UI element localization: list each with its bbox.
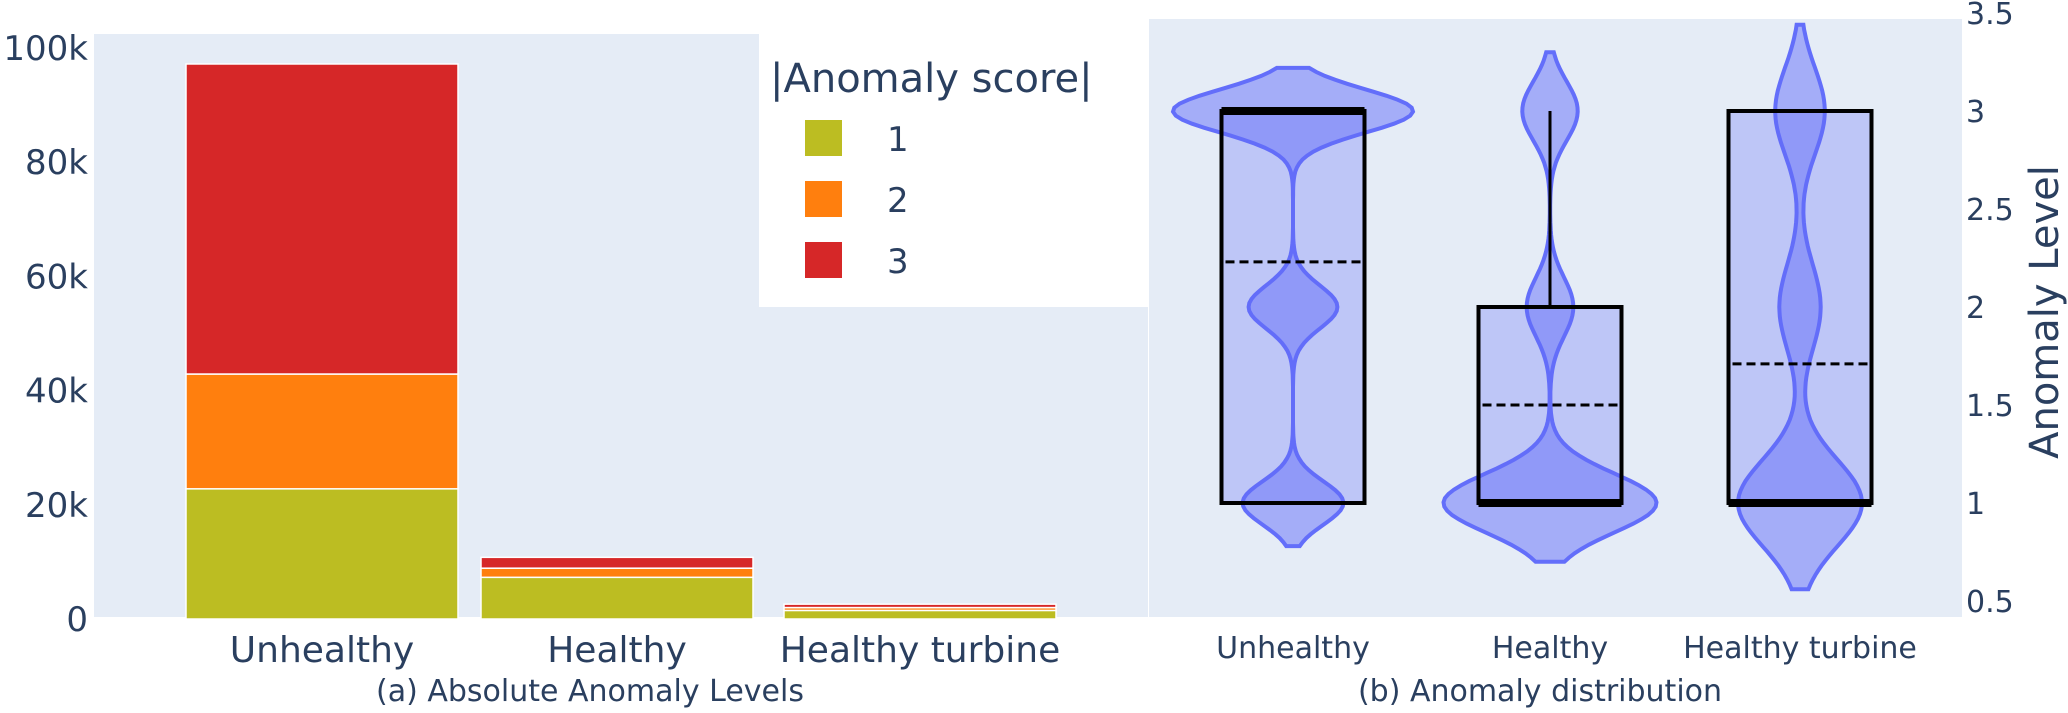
anomaly-distribution-chart: 0.5 1 1.5 2 2.5 3 3.5 Unhealthy Healthy Healthy … — [1149, 0, 2068, 709]
legend-swatch-2 — [805, 181, 842, 217]
violin-unhealthy — [1170, 65, 1416, 549]
y-axis-title: Anomaly Level — [2022, 165, 2068, 459]
y-tick-label: 20k — [25, 486, 88, 526]
bar-healthy-turbine-score-3 — [783, 603, 1057, 609]
y-tick-label: 40k — [25, 372, 88, 412]
y-tick-label: 2.5 — [1966, 193, 2014, 228]
bar-healthy-score-2 — [480, 567, 754, 579]
y-tick-label: 100k — [3, 29, 88, 69]
box-healthy-turbine — [1726, 109, 1874, 505]
y-tick-label: 3.5 — [1966, 0, 2014, 32]
subplot-a-title: (a) Absolute Anomaly Levels — [376, 674, 804, 709]
bar-unhealthy-score-2 — [185, 373, 459, 490]
bar-unhealthy-score-3 — [185, 63, 459, 375]
y-tick-label: 80k — [25, 143, 88, 183]
x-tick-label: Healthy turbine — [1683, 631, 1917, 666]
x-tick-label: Healthy turbine — [780, 630, 1061, 671]
y-tick-label: 0.5 — [1966, 585, 2014, 620]
bar-healthy-score-3 — [480, 556, 754, 569]
box-unhealthy — [1219, 109, 1367, 505]
subplot-b-title: (b) Anomaly distribution — [1358, 674, 1722, 709]
legend-swatch-3 — [805, 242, 842, 278]
legend-label: 1 — [887, 120, 909, 160]
x-tick-label: Unhealthy — [230, 630, 414, 671]
y-tick-label: 1.5 — [1966, 389, 2014, 424]
legend-title: |Anomaly score| — [770, 56, 1093, 102]
legend-label: 2 — [887, 181, 909, 221]
legend-label: 3 — [887, 242, 909, 282]
absolute-anomaly-levels-chart: 0 20k 40k 60k 80k 100k Unhealthy Healthy Health… — [3, 29, 1148, 709]
legend: |Anomaly score| 1 2 3 — [759, 34, 1148, 307]
legend-swatch-1 — [805, 120, 842, 156]
y-tick-label: 2 — [1966, 291, 1985, 326]
x-tick-label: Unhealthy — [1216, 631, 1370, 666]
x-tick-label: Healthy — [547, 630, 687, 671]
y-tick-label: 60k — [25, 257, 88, 297]
violin-healthy-turbine — [1735, 22, 1865, 592]
y-tick-label: 0 — [66, 600, 88, 640]
bar-healthy-score-1 — [480, 576, 754, 620]
bar-healthy-turbine-score-1 — [783, 609, 1057, 620]
bar-unhealthy-score-1 — [185, 488, 459, 620]
x-tick-label: Healthy — [1492, 631, 1608, 666]
y-tick-label: 3 — [1966, 95, 1985, 130]
y-tick-label: 1 — [1966, 487, 1985, 522]
